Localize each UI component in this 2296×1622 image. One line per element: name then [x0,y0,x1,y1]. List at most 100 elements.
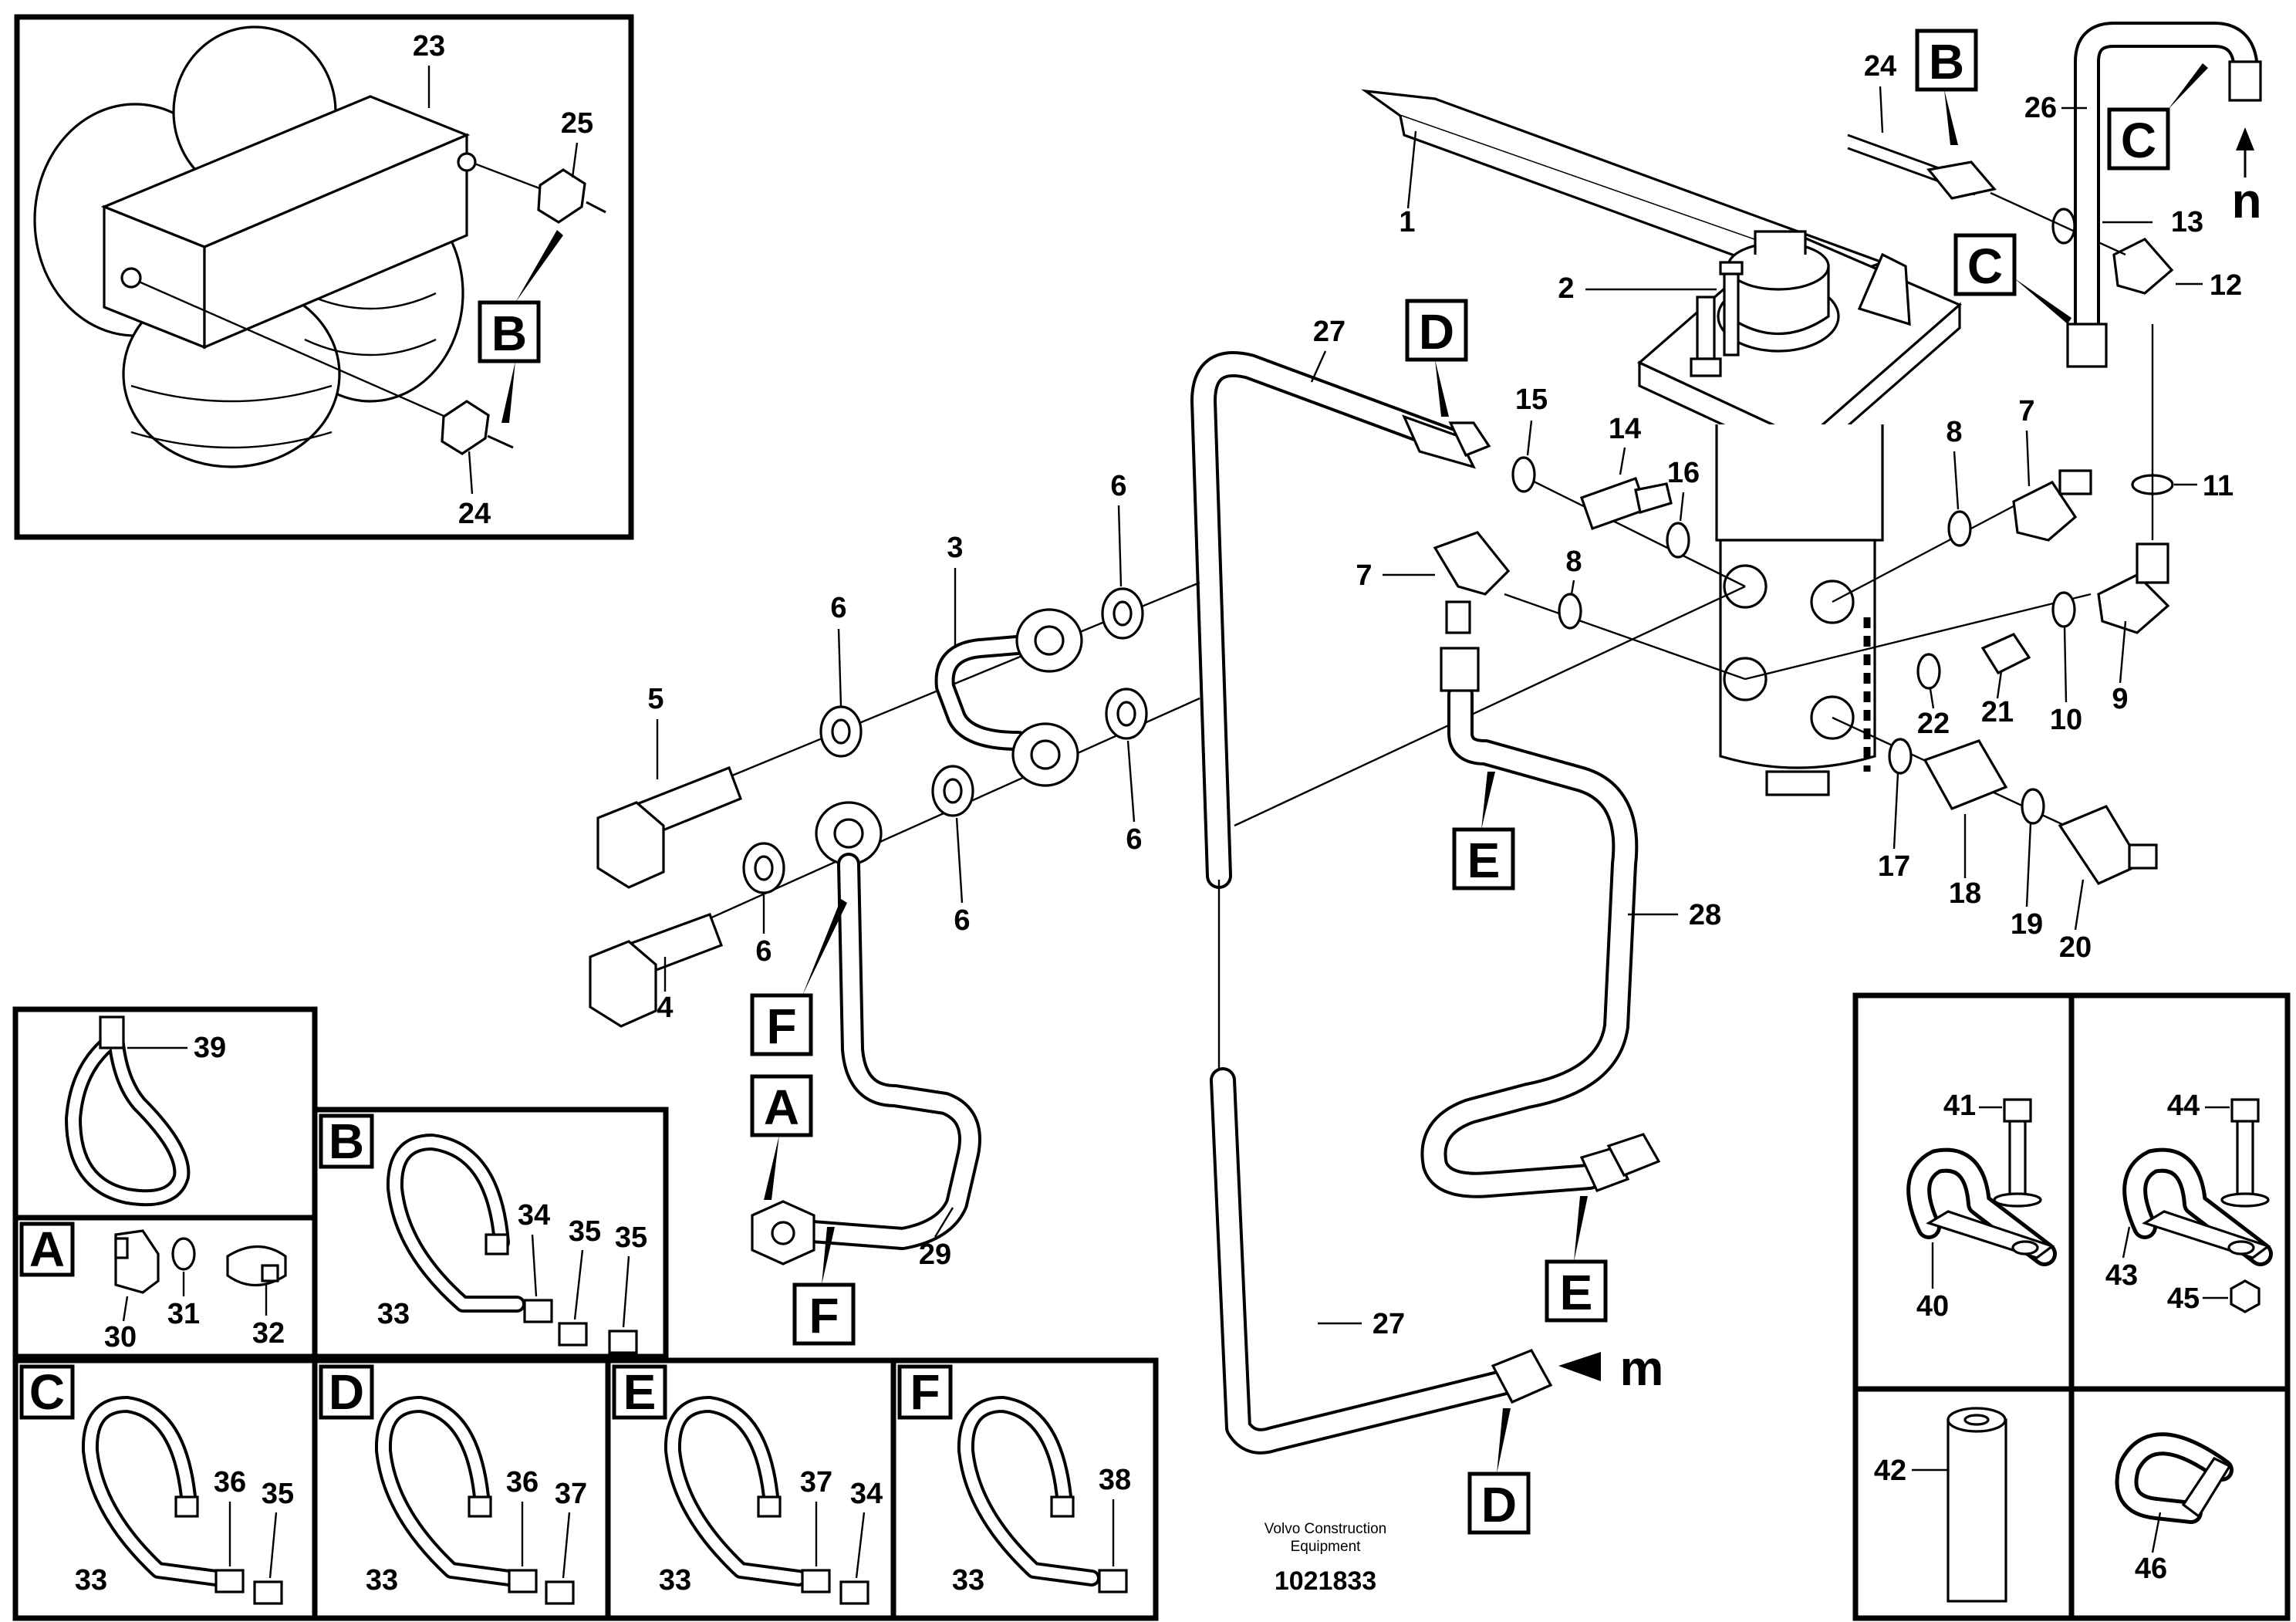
plate-bolt [1696,296,1716,360]
callout-12: 12 [2210,269,2242,302]
leader-16 [1679,492,1685,522]
hose-26-inner [2077,25,2255,334]
washer-6-b-hole [1113,600,1133,627]
callout-8-right: 8 [1946,416,1962,448]
callout-36-c: 36 [214,1466,246,1499]
panel-d-letter: D [329,1364,364,1420]
clamp-40-hole [2011,1240,2039,1255]
band-f [957,1396,1100,1587]
view-a-box [750,1074,813,1137]
view-f-label-top: F [766,999,796,1054]
plug-32-thread [261,1264,279,1282]
lock-34-b [523,1299,553,1323]
callout-45: 45 [2167,1282,2200,1315]
block-port-2 [457,152,477,172]
washer-6-a-hole [831,718,851,745]
view-e-box-top [1452,827,1515,890]
brake-valve-assembly [1361,89,1962,796]
pipe-29-nut-hole [771,1221,795,1245]
callout-34-e: 34 [850,1478,883,1510]
o-ring-16 [1666,522,1690,559]
panel-a-letter: A [29,1222,65,1277]
panel-e-letter: E [623,1364,657,1420]
callout-3: 3 [947,532,963,564]
view-c-arrow-mid [2014,278,2071,324]
callout-39: 39 [194,1032,226,1064]
lock-36-c [214,1569,245,1593]
callout-6-d: 6 [954,904,970,937]
o-ring-8-left [1558,593,1582,630]
pipe-3-banjo-bottom-hole [1030,739,1061,770]
clip-46-inner [2119,1436,2230,1520]
callout-44: 44 [2167,1090,2200,1122]
band-f-inner [960,1399,1097,1583]
elbow-30-stem [114,1237,129,1259]
callout-46: 46 [2135,1553,2167,1585]
fitting-24 [441,400,490,455]
bolt-41-head [2003,1098,2032,1123]
view-c-box-mid [1953,233,2017,296]
clamp-43-hole [2227,1240,2255,1255]
o-ring-10 [2051,591,2076,628]
bolt-2-shaft [1723,265,1740,357]
leader-20 [2074,879,2085,931]
callout-28: 28 [1689,899,1721,931]
lock-37-e [801,1569,831,1593]
callout-19: 19 [2011,908,2043,941]
inset-view-b-label: B [491,306,527,361]
leader-15 [1526,420,1533,456]
leader-29 [934,1207,954,1238]
adapter-21 [1980,632,2031,675]
callout-33-f: 33 [952,1564,984,1597]
leader-25 [571,142,579,178]
kit-panels: 39 A 30 31 32 B 33 34 35 35 [12,1006,1159,1621]
callout-13: 13 [2171,206,2203,238]
pipe-line-24 [138,280,464,426]
o-ring-8-right [1947,510,1972,547]
view-d-arrow-top [1435,360,1449,417]
panel-c-letter-box [19,1364,75,1420]
band-c-head [174,1495,199,1518]
clamp-panels: 41 40 44 43 45 42 46 [1852,992,2291,1621]
panel-b [312,1107,669,1360]
band-f-head [1050,1495,1075,1518]
panel-clip-46 [2068,1386,2291,1621]
leader-6-a [837,628,842,707]
panel-c-letter: C [29,1364,65,1420]
view-d-box-top [1405,299,1468,362]
callout-4: 4 [657,992,673,1024]
o-ring-17 [1888,738,1913,775]
pedal-stem [1754,230,1807,255]
leader-35-c [268,1512,278,1579]
view-b-label-top: B [1929,34,1964,90]
callout-35-b-1: 35 [569,1215,601,1248]
callout-34-b: 34 [518,1199,550,1232]
callout-37-e: 37 [800,1466,832,1499]
m-marker: m [1620,1340,1664,1396]
pipe-29 [791,853,981,1250]
view-c-box-top [2107,107,2170,171]
leader-9 [2119,620,2127,684]
callout-40: 40 [1916,1290,1949,1323]
hose-26-nut [2066,323,2108,368]
view-e-label-bottom: E [1560,1265,1593,1320]
panel-f [890,1357,1159,1621]
leader-17 [1893,772,1899,850]
leader-30 [122,1296,129,1322]
explode-line-7r [1832,492,2038,603]
bolt-44 [2236,1117,2254,1198]
band-d-head [468,1495,492,1518]
callout-27-bottom: 27 [1373,1308,1405,1340]
callout-8-left: 8 [1565,546,1582,578]
panel-a-letter-box [19,1222,75,1277]
callout-33-d: 33 [366,1564,398,1597]
inset-air-tank-frame [14,14,634,540]
n-arrow-head [2236,127,2254,150]
callout-7-left: 7 [1356,559,1372,592]
banjo-bolt-4-head [589,940,657,1028]
adapter-18 [1923,739,2008,811]
sleeve-42-bore [1963,1414,1990,1426]
explode-line-21 [1744,593,2092,681]
leader-43 [2122,1226,2131,1259]
